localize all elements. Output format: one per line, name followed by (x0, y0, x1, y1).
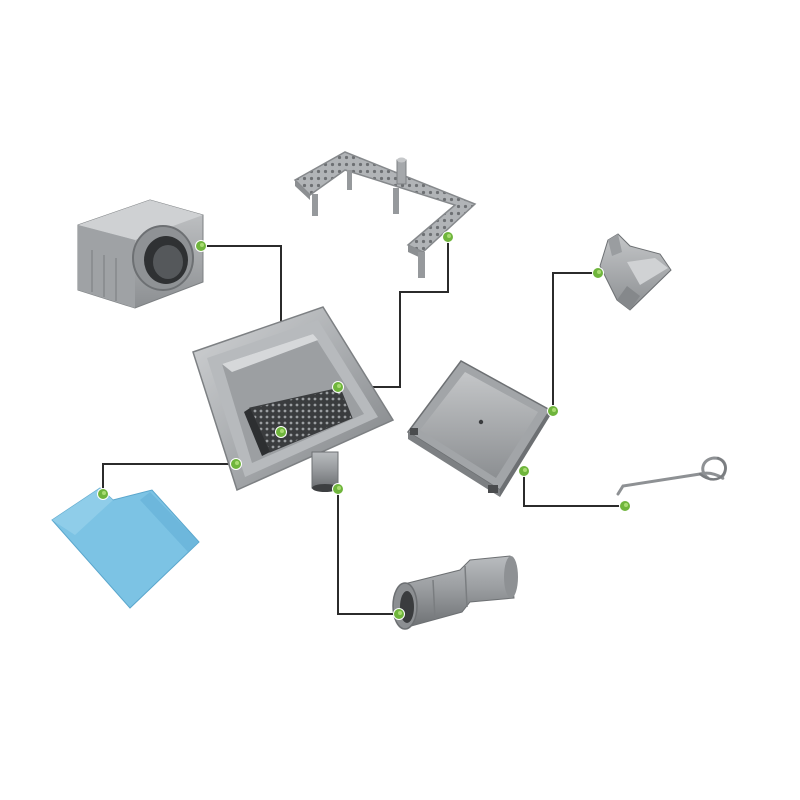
marker-drain-body-frame (332, 381, 344, 393)
leader-membrane (102, 463, 236, 494)
marker-grate-hook (518, 465, 530, 477)
marker-drain-body-membrane (230, 458, 242, 470)
leader-pipe (337, 489, 399, 615)
marker-clip (592, 267, 604, 279)
marker-side-outlet (195, 240, 207, 252)
leader-frame (338, 237, 449, 388)
drain-body-icon (192, 306, 395, 492)
clip-icon (599, 233, 672, 311)
grate-icon (406, 360, 552, 497)
callout-markers (97, 231, 631, 620)
leader-clip (552, 272, 598, 411)
marker-drain-outlet (332, 483, 344, 495)
marker-drain-body-trap (275, 426, 287, 438)
marker-grate-clip (547, 405, 559, 417)
side-outlet-adapter-icon (77, 199, 204, 309)
membrane-icon (51, 487, 200, 609)
marker-membrane (97, 488, 109, 500)
hook-icon (616, 456, 728, 496)
marker-frame (442, 231, 454, 243)
leader-hook (523, 471, 625, 507)
marker-pipe (393, 608, 405, 620)
frame-icon (293, 151, 477, 278)
outlet-pipe-icon (392, 555, 518, 630)
marker-hook (619, 500, 631, 512)
